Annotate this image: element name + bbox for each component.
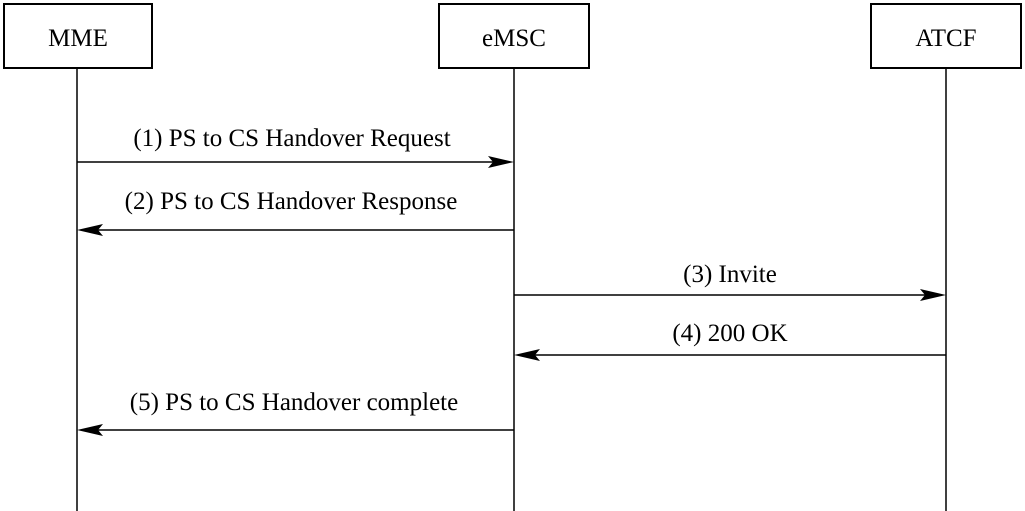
message-3: (3) Invite xyxy=(514,261,946,301)
actor-emsc: eMSC xyxy=(438,3,590,69)
message-label-2: (2) PS to CS Handover Response xyxy=(125,188,458,215)
actor-box-emsc xyxy=(438,3,590,69)
message-4: (4) 200 OK xyxy=(514,320,946,361)
actor-box-mme xyxy=(3,3,153,69)
message-label-1: (1) PS to CS Handover Request xyxy=(133,125,450,152)
actor-box-atcf xyxy=(870,3,1022,69)
message-2: (2) PS to CS Handover Response xyxy=(77,188,514,236)
actor-label-mme: MME xyxy=(48,25,108,52)
actor-atcf: ATCF xyxy=(870,3,1022,69)
arrowhead-1 xyxy=(488,156,514,168)
actor-label-emsc: eMSC xyxy=(482,25,546,52)
message-label-5: (5) PS to CS Handover complete xyxy=(130,389,458,416)
actor-mme: MME xyxy=(3,3,153,69)
arrowhead-4 xyxy=(514,349,540,361)
arrowhead-3 xyxy=(920,289,946,301)
message-label-4: (4) 200 OK xyxy=(672,320,787,347)
message-label-3: (3) Invite xyxy=(683,261,777,288)
actor-label-atcf: ATCF xyxy=(915,25,976,52)
message-1: (1) PS to CS Handover Request xyxy=(77,125,514,168)
message-5: (5) PS to CS Handover complete xyxy=(77,389,514,436)
arrowhead-2 xyxy=(77,224,103,236)
arrowhead-5 xyxy=(77,424,103,436)
